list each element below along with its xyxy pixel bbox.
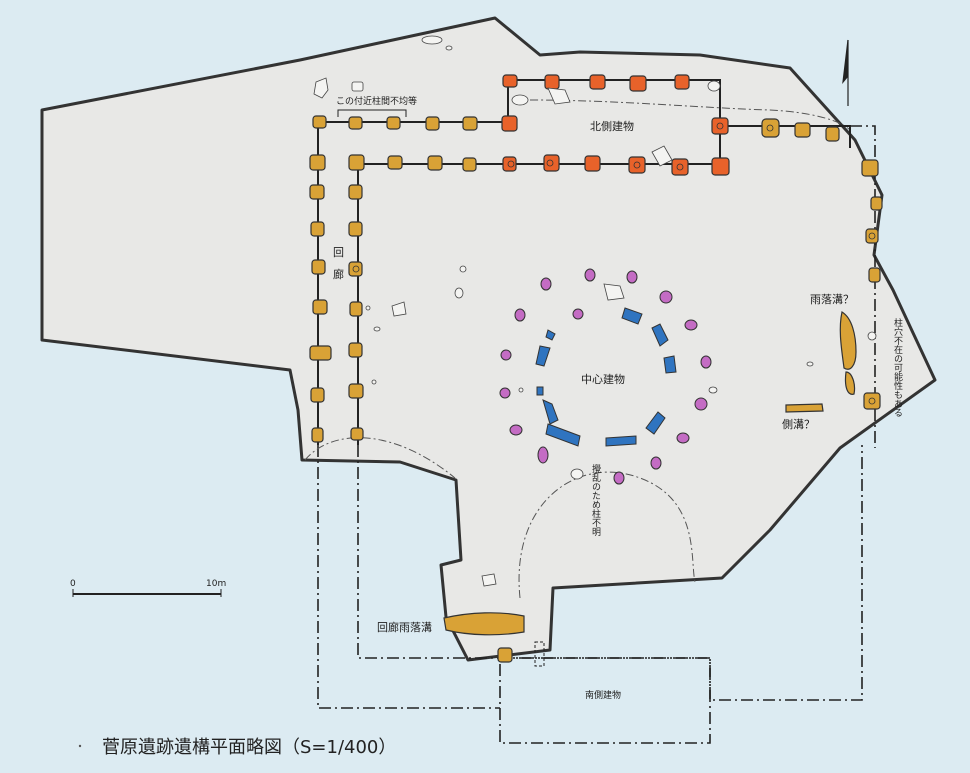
north-building-label: 北側建物	[590, 119, 634, 133]
caption-dot	[78, 744, 82, 748]
east-rain-gutter-lower	[844, 371, 856, 395]
scale-bar: 0 10m	[70, 579, 226, 597]
pillar-uneven-note: この付近柱間不均等	[336, 95, 417, 107]
posthole-inner-marks	[352, 122, 876, 405]
central-building-label: 中心建物	[581, 372, 625, 386]
excavation-area	[40, 16, 937, 662]
side-ditch-label: 側溝？	[782, 418, 815, 431]
side-ditch	[785, 403, 824, 413]
north-arrow-icon	[842, 39, 849, 106]
disturbance-note: 攪乱のため柱不明	[590, 463, 601, 537]
unidentified-pits	[313, 35, 877, 587]
south-building-label: 南側建物	[585, 689, 621, 701]
disturbance-boundaries	[304, 99, 851, 599]
south-gate-posthole-outline	[534, 641, 545, 667]
corridor-label-1: 回	[333, 246, 344, 259]
pillar-uneven-brace	[337, 109, 407, 117]
no-posthole-note: 柱穴不在の可能性もある	[892, 317, 903, 417]
caption: 菅原遺跡遺構平面略図（S=1/400）	[102, 737, 396, 758]
east-rain-gutter	[839, 311, 857, 370]
rain-gutter-label: 雨落溝？	[810, 293, 854, 306]
north-building-postholes	[501, 74, 730, 176]
corridor-postholes	[309, 115, 883, 663]
inner-ring-postholes	[535, 307, 677, 447]
outer-ring-postholes	[499, 268, 712, 485]
corridor-rain-gutter-label: 回廊雨落溝	[377, 620, 432, 634]
scale-start: 0	[70, 579, 76, 589]
scale-end: 10m	[206, 579, 226, 589]
corridor-label-2: 廊	[333, 267, 344, 281]
inferred-layout-lines	[317, 125, 876, 744]
corridor-rain-gutter-feature	[443, 612, 525, 636]
gutters	[443, 311, 857, 636]
